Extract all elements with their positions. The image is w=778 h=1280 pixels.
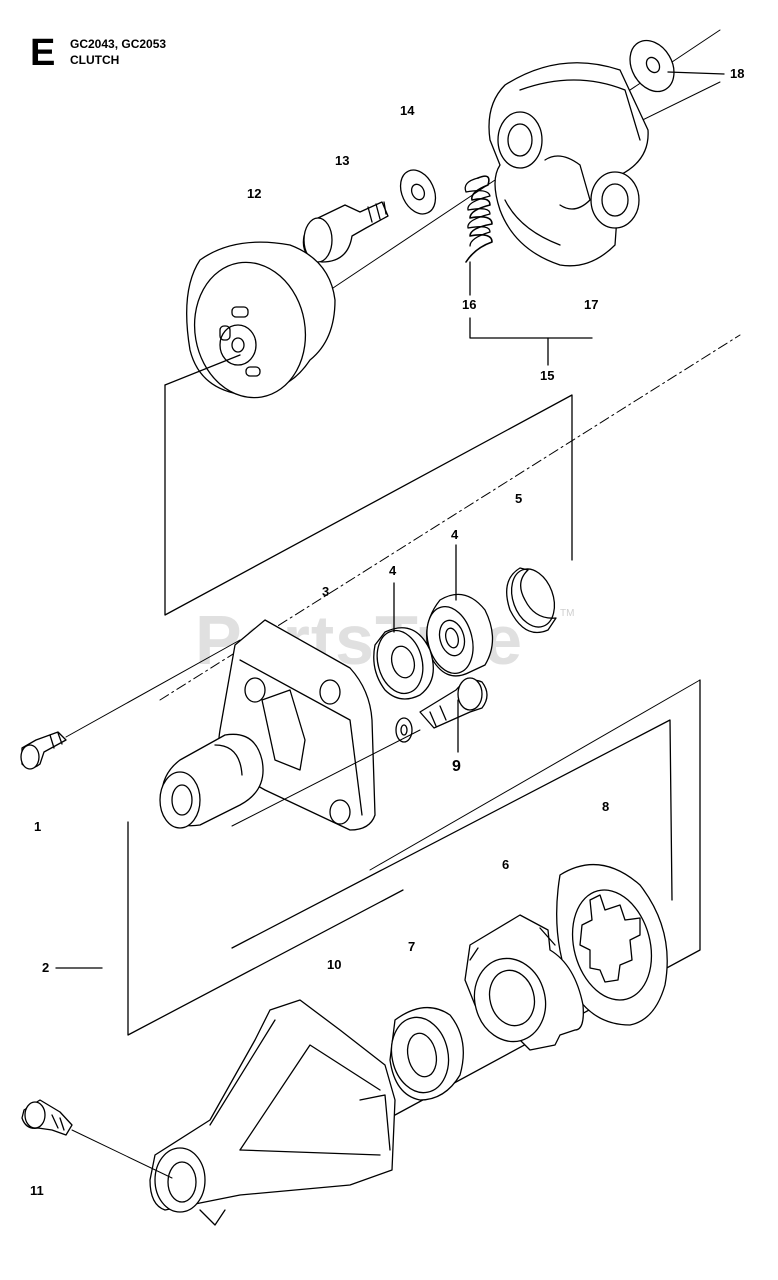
callout-5: 5 [515, 491, 523, 506]
clutch-shoe-assembly-17 [488, 62, 649, 267]
screw-1-axis [65, 639, 241, 738]
bearing-4-lower [373, 627, 434, 700]
callout-8: 8 [602, 799, 610, 814]
bracket-lower [127, 821, 404, 1036]
callout-14: 14 [400, 103, 415, 118]
clutch-hub-6 [464, 914, 584, 1051]
gear-housing-10 [149, 999, 396, 1226]
clutch-drum-13 [186, 241, 336, 399]
section-letter: E [30, 32, 56, 74]
callout-4-upper: 4 [451, 527, 459, 542]
shoulder-bolt-12 [302, 201, 389, 263]
callout-2: 2 [42, 960, 50, 975]
bracket-lower-right [231, 719, 673, 949]
screw-11-axis [71, 1129, 173, 1179]
callout-7: 7 [408, 939, 416, 954]
spring-16 [464, 175, 493, 263]
bracket-outer [394, 679, 701, 1116]
washer-18 [629, 39, 675, 93]
leader-15-bracket [469, 317, 593, 339]
callout-11: 11 [30, 1183, 44, 1198]
bushing-7 [389, 1007, 464, 1101]
screw-11 [21, 1099, 73, 1136]
callout-16: 16 [462, 297, 477, 312]
callout-1: 1 [34, 819, 42, 834]
model-numbers: GC2043, GC2053 [70, 37, 167, 51]
callout-3: 3 [322, 584, 330, 599]
callout-12: 12 [247, 186, 262, 201]
bracket-outer-top [369, 679, 701, 871]
bracket-upper-top [164, 354, 241, 386]
callout-6: 6 [502, 857, 510, 872]
bearing-4-upper [426, 593, 494, 677]
callout-4-lower: 4 [389, 563, 397, 578]
callout-13: 13 [335, 153, 350, 168]
callout-15: 15 [540, 368, 555, 383]
callout-17: 17 [584, 297, 599, 312]
washer-14 [399, 169, 437, 215]
section-title: CLUTCH [70, 53, 120, 67]
clutch-housing-3 [159, 619, 376, 831]
axis-9 [231, 729, 421, 827]
bracket-upper [164, 384, 573, 616]
callout-10: 10 [327, 957, 342, 972]
watermark-trademark: TM [560, 608, 575, 619]
leader-18 [667, 71, 725, 75]
callout-18: 18 [730, 66, 745, 81]
callout-9: 9 [452, 758, 461, 775]
screw-1 [20, 731, 67, 770]
clutch-plate-8 [556, 863, 668, 1026]
retaining-ring-5 [506, 567, 557, 634]
